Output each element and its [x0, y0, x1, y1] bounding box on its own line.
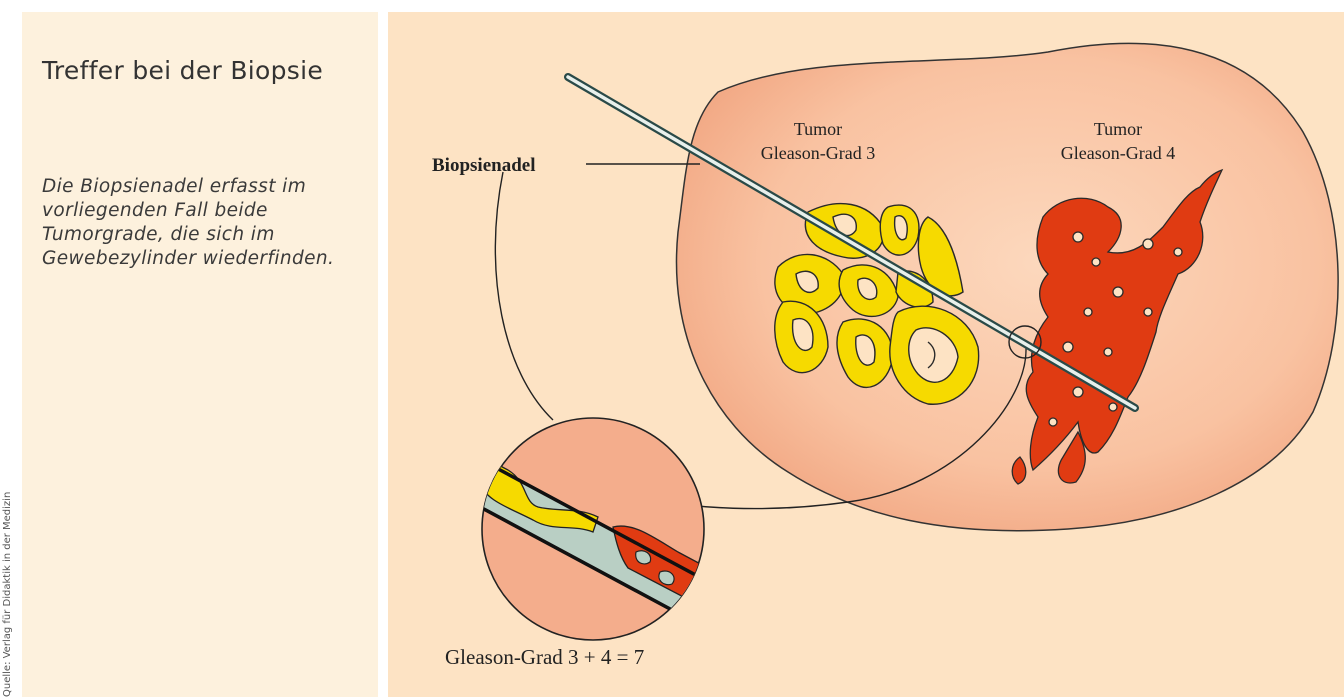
needle-label: Biopsienadel	[432, 155, 535, 176]
tumor3-label-line1: Tumor	[794, 119, 842, 139]
source-credit-text: Quelle: Verlag für Didaktik in der Mediz…	[2, 492, 13, 697]
info-panel: Treffer bei der Biopsie Die Biopsienadel…	[22, 12, 378, 697]
panel-title: Treffer bei der Biopsie	[42, 56, 323, 85]
tumor4-label-line1: Tumor	[1094, 119, 1142, 139]
biopsy-illustration: Biopsienadel Tumor Gleason-Grad 3 Tumor …	[388, 12, 1344, 697]
tumor4-label-line2: Gleason-Grad 4	[1061, 143, 1175, 163]
gleason-score-result: Gleason-Grad 3 + 4 = 7	[445, 645, 644, 669]
source-credit: Quelle: Verlag für Didaktik in der Mediz…	[0, 410, 22, 697]
biopsy-diagram-panel: Biopsienadel Tumor Gleason-Grad 3 Tumor …	[388, 12, 1344, 697]
magnified-tissue-core	[428, 418, 718, 640]
tumor3-label-line2: Gleason-Grad 3	[761, 143, 875, 163]
panel-description: Die Biopsienadel erfasst im vorliegenden…	[42, 175, 362, 271]
